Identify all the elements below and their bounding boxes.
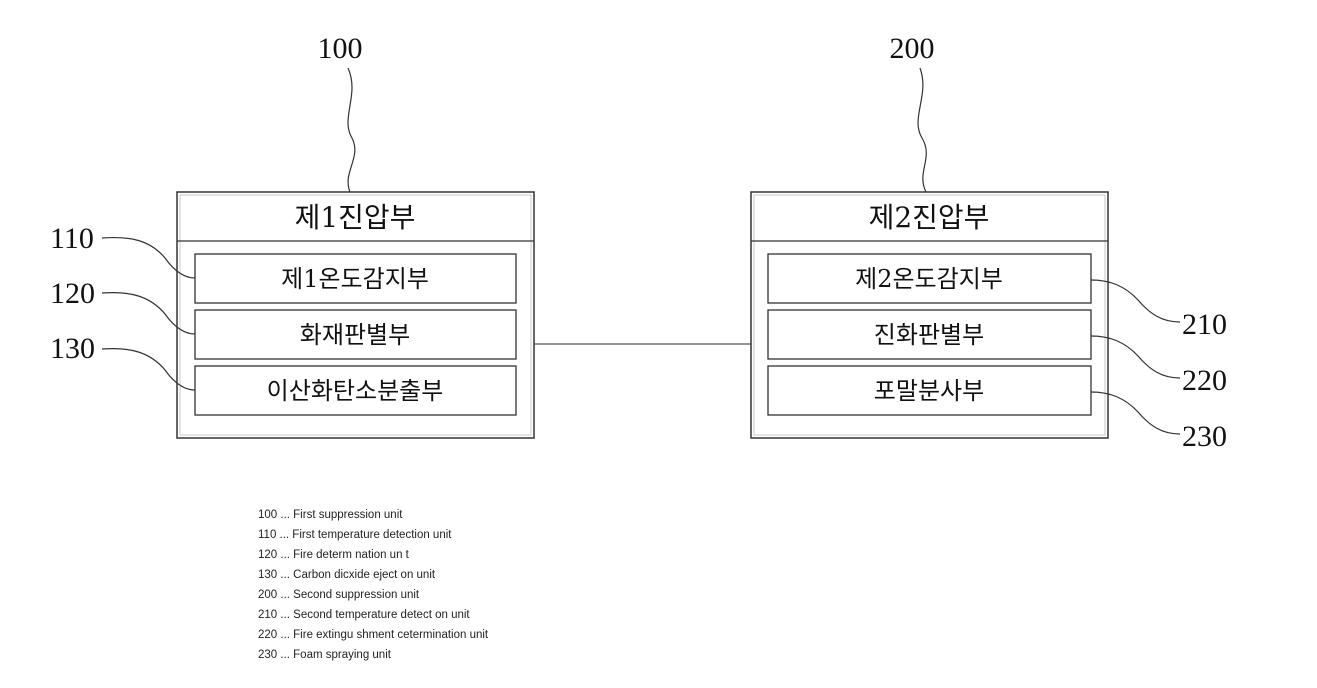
ref-220: 220: [1182, 364, 1227, 397]
second-temperature-detection-label: 제2온도감지부: [855, 265, 1003, 293]
ref-130: 130: [50, 332, 95, 365]
legend-line-210: 210 ... Second temperature detect on uni…: [258, 609, 470, 621]
ref-200: 200: [890, 32, 935, 65]
legend-line-130: 130 ... Carbon dicxide eject on unit: [258, 569, 436, 581]
legend: 100 ... First suppression unit 110 ... F…: [258, 509, 489, 661]
legend-line-230: 230 ... Foam spraying unit: [258, 649, 392, 661]
foam-spraying-label: 포말분사부: [874, 377, 984, 405]
ref-120: 120: [50, 277, 95, 310]
ref-230: 230: [1182, 420, 1227, 453]
second-suppression-unit-box: 제2진압부 제2온도감지부 진화판별부 포말분사부: [751, 192, 1108, 438]
ref-210: 210: [1182, 308, 1227, 341]
first-suppression-unit-title: 제1진압부: [295, 201, 416, 234]
fire-extinguishment-determination-label: 진화판별부: [874, 321, 984, 349]
first-suppression-unit-box: 제1진압부 제1온도감지부 화재판별부 이산화탄소분출부: [177, 192, 534, 438]
ref-110: 110: [50, 222, 94, 255]
legend-line-110: 110 ... First temperature detection unit: [258, 529, 452, 541]
second-suppression-unit-title: 제2진압부: [869, 201, 990, 234]
leader-200: [918, 68, 926, 192]
ref-100: 100: [318, 32, 363, 65]
first-temperature-detection-label: 제1온도감지부: [281, 265, 429, 293]
legend-line-220: 220 ... Fire extingu shment ceterminatio…: [258, 629, 489, 641]
leader-100: [348, 68, 355, 192]
legend-line-120: 120 ... Fire determ nation un t: [258, 549, 410, 561]
fire-determination-label: 화재판별부: [300, 321, 410, 349]
carbon-dioxide-ejection-label: 이산화탄소분출부: [267, 377, 444, 405]
legend-line-200: 200 ... Second suppression unit: [258, 589, 420, 601]
legend-line-100: 100 ... First suppression unit: [258, 509, 403, 521]
